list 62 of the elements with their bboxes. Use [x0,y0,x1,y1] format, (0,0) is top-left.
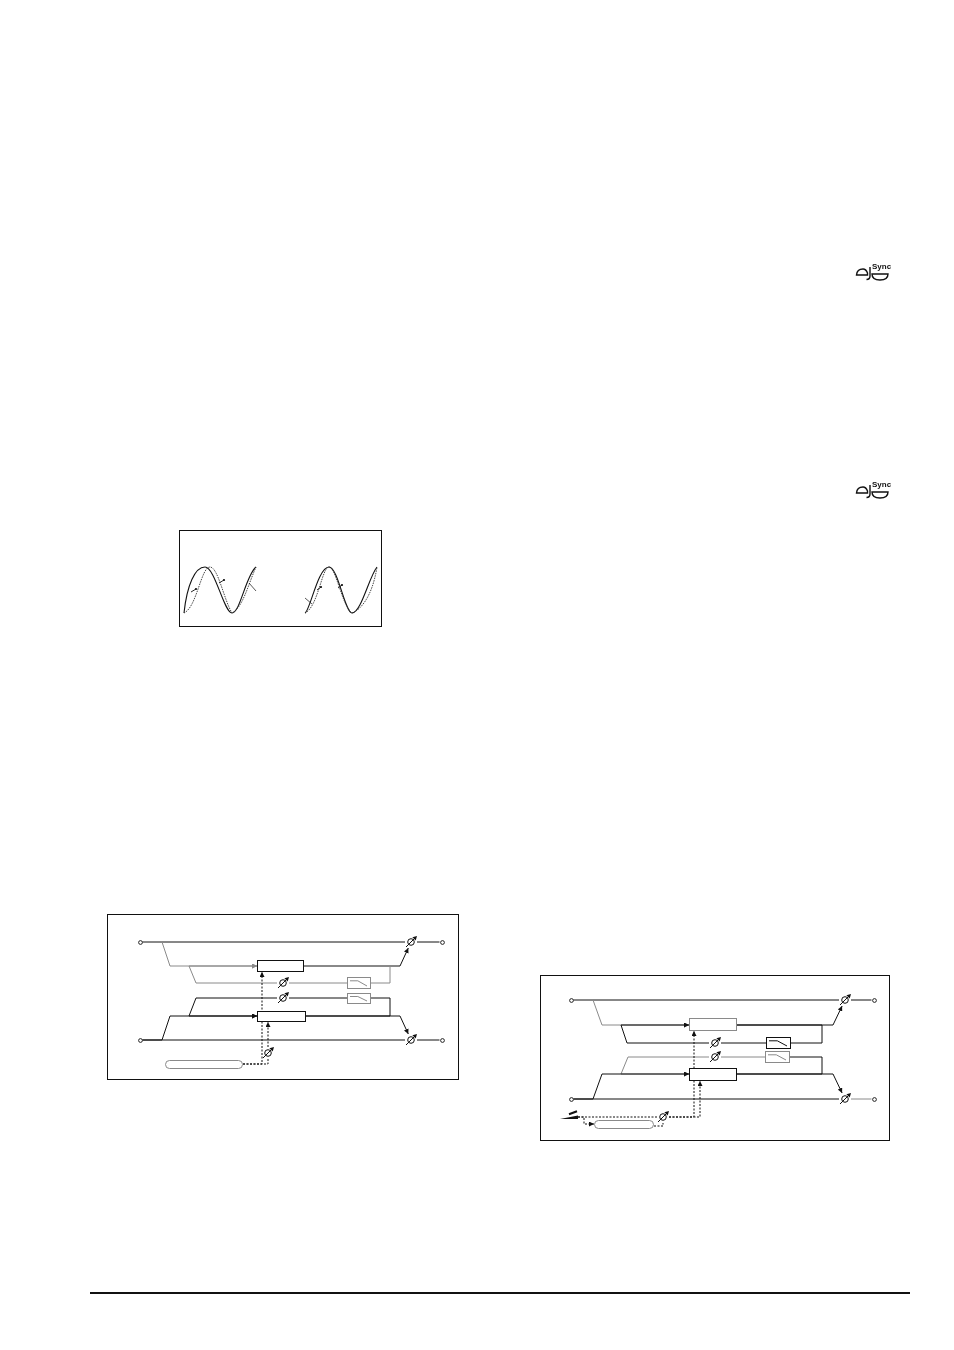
filter-box [766,1037,791,1049]
filter-box [765,1051,790,1063]
knob-symbol [262,1047,274,1059]
slope-icon [560,1110,578,1119]
connector-line [850,1098,872,1100]
knob-symbol [277,992,289,1004]
knob-symbol [839,994,851,1006]
connector-line [416,941,440,943]
knob-symbol [709,1037,721,1049]
connector-line [736,1056,823,1075]
filter-box [347,977,371,989]
connector-line [850,999,872,1001]
connector-line [720,1056,766,1058]
arrow [736,1073,843,1094]
knob-symbol [277,977,289,989]
sync-label: Sync [872,480,892,489]
delay-box [257,960,304,972]
connector-line [720,1042,767,1044]
diagram-frame [107,914,459,1080]
terminal-dot [137,939,143,945]
arrow [265,1021,271,1048]
knob-symbol [657,1111,669,1123]
knob-symbol [405,936,417,948]
knob-symbol [839,1093,851,1105]
connector-line [305,997,391,1017]
arrow [620,1022,710,1044]
connector-line [288,982,348,984]
lfo-capsule [165,1060,243,1069]
arrow [305,1015,409,1035]
connector-line [736,1024,823,1044]
connector-line [653,1122,664,1127]
knob-symbol [405,1034,417,1046]
filter-box [347,993,371,1004]
connector-line [288,997,348,999]
knob-symbol [709,1051,721,1063]
terminal-dot [871,997,877,1003]
terminal-dot [439,939,445,945]
arrow [668,1080,703,1118]
terminal-dot [871,1096,877,1102]
connector-line [142,941,406,943]
connector-line [242,1058,269,1065]
diagram-frame [540,975,890,1141]
connector-line [303,965,391,984]
arrow [577,1116,595,1127]
connector-line [573,1098,840,1100]
connector-line [416,1039,440,1041]
delay-box [689,1018,737,1031]
terminal-dot [137,1037,143,1043]
terminal-dot [568,1096,574,1102]
delay-box [257,1011,306,1022]
connector-line [573,999,840,1001]
arrow [188,963,278,984]
connector-line [142,1039,406,1041]
delay-box [689,1068,737,1081]
arrow [573,1071,690,1100]
arrow [188,997,278,1019]
arrow [142,1013,258,1041]
connector-line [577,1116,658,1118]
lfo-capsule [594,1120,654,1129]
terminal-dot [439,1037,445,1043]
sync-label: Sync [872,262,892,271]
terminal-dot [568,997,574,1003]
